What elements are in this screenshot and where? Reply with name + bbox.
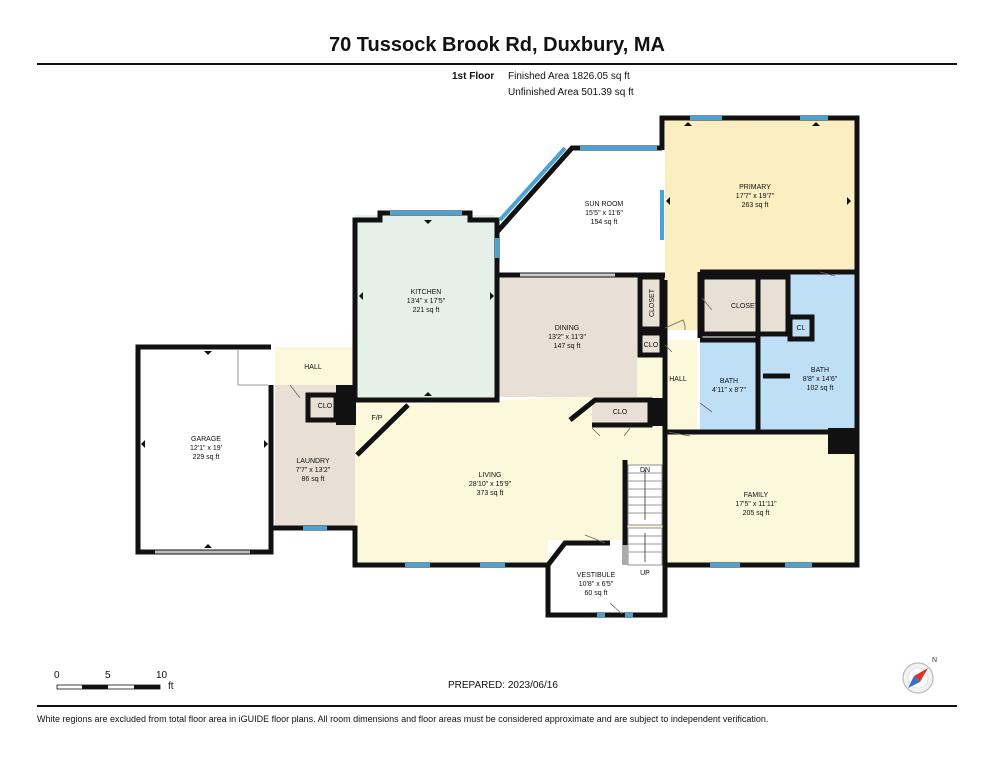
room-dims-bath-small: 4'11" x 8'7"	[712, 387, 746, 394]
room-name-bath-small: BATH	[720, 378, 738, 385]
room-name-garage: GARAGE	[191, 436, 221, 443]
room-fill-family	[665, 432, 855, 565]
room-fill-kitchen	[355, 215, 495, 400]
compass-icon: N	[902, 657, 937, 694]
room-name-family: FAMILY	[744, 492, 769, 499]
room-fill-closet-vertical	[640, 277, 662, 329]
room-dims-bath-large: 8'8" x 14'6"	[803, 376, 838, 383]
label-clo-laundry: CLO	[318, 403, 333, 410]
floor-label: 1st Floor	[452, 71, 495, 82]
room-fill-hall-left	[275, 347, 355, 385]
room-fill-clo-dining	[640, 333, 662, 355]
unfinished-area: Unfinished Area 501.39 sq ft	[508, 87, 634, 98]
room-dims-garage: 12'1" x 19'	[190, 445, 222, 452]
scale-unit: ft	[168, 681, 174, 692]
finished-area: Finished Area 1826.05 sq ft	[508, 71, 630, 82]
label-cl-bath: CL	[797, 325, 806, 332]
room-area-living: 373 sq ft	[477, 490, 504, 497]
room-name-kitchen: KITCHEN	[411, 289, 442, 296]
hall-cabinet	[237, 350, 268, 386]
room-name-dining: DINING	[555, 325, 580, 332]
room-fill-primary	[662, 120, 855, 330]
label-fireplace: F/P	[372, 415, 383, 422]
scale-bar	[56, 684, 161, 690]
scale-tick-0: 0	[54, 670, 60, 681]
room-dims-living: 28'10" x 15'9"	[469, 481, 512, 488]
label-stairs-up: UP	[640, 570, 650, 577]
label-clo-living: CLO	[613, 409, 628, 416]
compass-north-label: N	[932, 657, 937, 664]
room-fill-living	[355, 397, 662, 562]
room-fill-clo-living	[592, 400, 650, 425]
step-gray	[622, 545, 628, 565]
windows	[303, 116, 828, 617]
room-dims-family: 17'5" x 11'11"	[735, 501, 777, 508]
label-clo-dining: CLO	[644, 342, 659, 349]
room-dims-primary: 17'7" x 19'7"	[736, 193, 775, 200]
prepared-date: PREPARED: 2023/06/16	[448, 680, 558, 691]
room-dims-sunroom: 15'5" x 11'6"	[585, 210, 623, 217]
room-name-sunroom: SUN ROOM	[585, 201, 624, 208]
room-area-garage: 229 sq ft	[193, 454, 220, 461]
label-closet-main: CLOSET	[731, 303, 760, 310]
room-fill-cl-bath	[790, 317, 812, 339]
room-area-laundry: 86 sq ft	[302, 476, 325, 483]
wall-block-2	[648, 398, 664, 426]
footer-divider	[37, 705, 957, 707]
room-dims-vestibule: 10'8" x 6'5"	[579, 581, 614, 588]
staircase	[627, 464, 663, 566]
room-fill-clo-laundry	[308, 395, 336, 420]
room-area-primary: 263 sq ft	[742, 202, 769, 209]
page-title: 70 Tussock Brook Rd, Duxbury, MA	[329, 34, 665, 56]
room-area-bath-large: 102 sq ft	[807, 385, 834, 392]
room-area-family: 205 sq ft	[743, 510, 770, 517]
room-fill-dining	[497, 277, 637, 397]
disclaimer: White regions are excluded from total fl…	[37, 714, 769, 724]
label-hall-left: HALL	[304, 364, 322, 371]
room-name-living: LIVING	[479, 472, 502, 479]
room-area-dining: 147 sq ft	[554, 343, 581, 350]
dimension-arrows	[141, 122, 851, 548]
label-closet-vertical: CLOSET	[649, 288, 656, 317]
room-name-vestibule: VESTIBULE	[577, 572, 616, 579]
header-divider	[37, 63, 957, 65]
label-stairs-down: DN	[640, 467, 650, 474]
room-area-kitchen: 221 sq ft	[413, 307, 440, 314]
room-name-primary: PRIMARY	[739, 184, 771, 191]
room-dims-kitchen: 13'4" x 17'5"	[407, 298, 446, 305]
room-fill-bath-small	[700, 340, 758, 432]
room-fill-closet-main	[702, 277, 788, 334]
room-area-vestibule: 60 sq ft	[585, 590, 608, 597]
wall-block-3	[828, 428, 858, 454]
room-name-laundry: LAUNDRY	[296, 458, 330, 465]
scale-tick-5: 5	[105, 670, 111, 681]
room-name-bath-large: BATH	[811, 367, 829, 374]
scale-tick-10: 10	[156, 670, 168, 681]
wall-block-1	[336, 385, 356, 425]
label-hall-right: HALL	[669, 376, 687, 383]
room-dims-dining: 13'2" x 11'3"	[548, 334, 586, 341]
room-dims-laundry: 7'7" x 13'2"	[296, 467, 331, 474]
room-area-sunroom: 154 sq ft	[591, 219, 618, 226]
door-swings	[289, 271, 836, 615]
